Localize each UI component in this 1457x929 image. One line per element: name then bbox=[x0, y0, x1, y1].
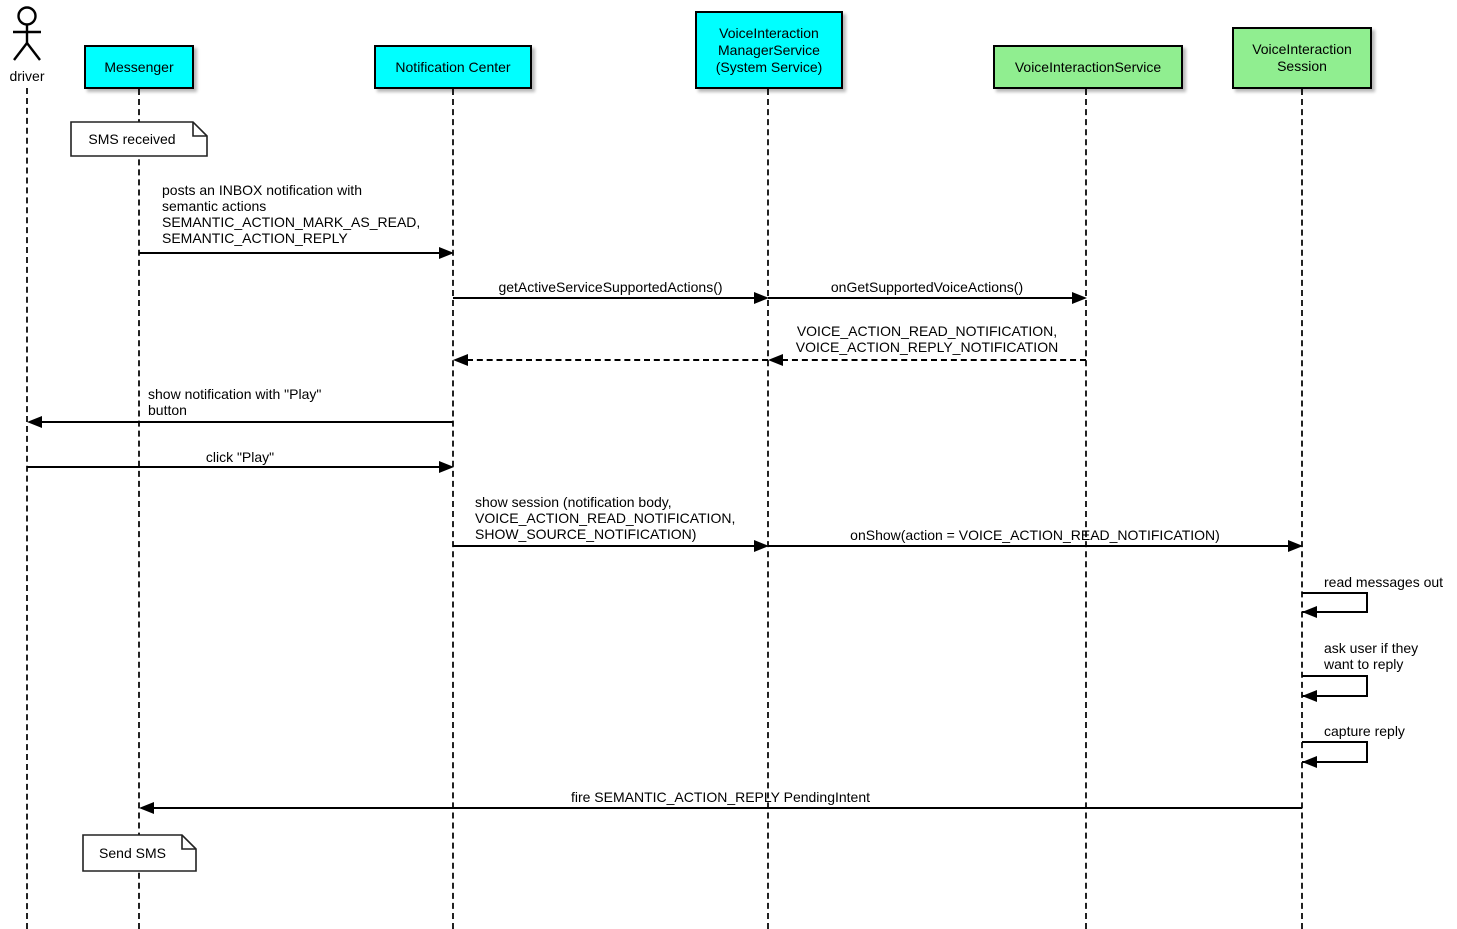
arrowhead-left-icon bbox=[1302, 690, 1317, 702]
participant-voice-interaction-service: VoiceInteractionService bbox=[993, 45, 1183, 89]
participant-messenger: Messenger bbox=[84, 45, 194, 89]
actor-driver-icon bbox=[13, 6, 41, 61]
message-line bbox=[27, 466, 439, 468]
message-label: onShow(action = VOICE_ACTION_READ_NOTIFI… bbox=[850, 527, 1220, 543]
arrowhead-left-icon bbox=[27, 416, 42, 428]
self-message-loop bbox=[1302, 741, 1368, 763]
message-line bbox=[453, 545, 754, 547]
note-sms-received bbox=[70, 121, 208, 157]
actor-driver-label: driver bbox=[9, 68, 45, 84]
lifeline-messenger bbox=[138, 89, 140, 929]
message-label: click "Play" bbox=[205, 449, 275, 465]
arrowhead-right-icon bbox=[1072, 292, 1087, 304]
arrowhead-left-icon bbox=[768, 354, 783, 366]
arrowhead-left-icon bbox=[453, 354, 468, 366]
self-message-label: capture reply bbox=[1324, 723, 1405, 739]
lifeline-voice-interaction-manager-service bbox=[767, 89, 769, 929]
message-line bbox=[41, 421, 453, 423]
message-line bbox=[153, 807, 1302, 809]
message-label: onGetSupportedVoiceActions() bbox=[830, 279, 1024, 295]
arrowhead-right-icon bbox=[1288, 540, 1303, 552]
arrowhead-left-icon bbox=[1302, 606, 1317, 618]
participant-label: VoiceInteractionService bbox=[1014, 58, 1162, 75]
note-sms-received-label: SMS received bbox=[88, 131, 176, 147]
participant-label: VoiceInteraction ManagerService (System … bbox=[715, 24, 823, 75]
participant-notification-center: Notification Center bbox=[374, 45, 532, 89]
message-line-dashed bbox=[467, 359, 768, 361]
arrowhead-right-icon bbox=[754, 540, 769, 552]
message-label: posts an INBOX notification with semanti… bbox=[162, 182, 421, 246]
message-label: VOICE_ACTION_READ_NOTIFICATION, VOICE_AC… bbox=[795, 323, 1059, 355]
participant-label: Notification Center bbox=[395, 58, 511, 75]
lifeline-notification-center bbox=[452, 89, 454, 929]
message-label: getActiveServiceSupportedActions() bbox=[498, 279, 723, 295]
arrowhead-right-icon bbox=[439, 247, 454, 259]
note-send-sms bbox=[82, 834, 197, 872]
lifeline-voice-interaction-session bbox=[1301, 89, 1303, 929]
message-line bbox=[139, 252, 439, 254]
participant-voice-interaction-session: VoiceInteraction Session bbox=[1232, 27, 1372, 89]
lifeline-driver bbox=[26, 88, 28, 929]
lifeline-voice-interaction-service bbox=[1085, 89, 1087, 929]
arrowhead-right-icon bbox=[754, 292, 769, 304]
message-label: show session (notification body, VOICE_A… bbox=[475, 494, 736, 542]
arrowhead-left-icon bbox=[139, 802, 154, 814]
message-line bbox=[453, 297, 754, 299]
message-line bbox=[768, 545, 1288, 547]
note-send-sms-label: Send SMS bbox=[99, 845, 166, 861]
participant-label: VoiceInteraction Session bbox=[1252, 41, 1352, 74]
arrowhead-left-icon bbox=[1302, 756, 1317, 768]
participant-label: Messenger bbox=[104, 58, 174, 75]
arrowhead-right-icon bbox=[439, 461, 454, 473]
message-line-dashed bbox=[782, 359, 1086, 361]
self-message-loop bbox=[1302, 592, 1368, 613]
message-line bbox=[768, 297, 1072, 299]
participant-voice-interaction-manager-service: VoiceInteraction ManagerService (System … bbox=[695, 11, 843, 89]
message-label: fire SEMANTIC_ACTION_REPLY PendingIntent bbox=[570, 789, 871, 805]
self-message-label: ask user if they want to reply bbox=[1324, 640, 1419, 672]
self-message-label: read messages out bbox=[1324, 574, 1444, 590]
self-message-loop bbox=[1302, 675, 1368, 697]
message-label: show notification with "Play" button bbox=[148, 386, 322, 418]
